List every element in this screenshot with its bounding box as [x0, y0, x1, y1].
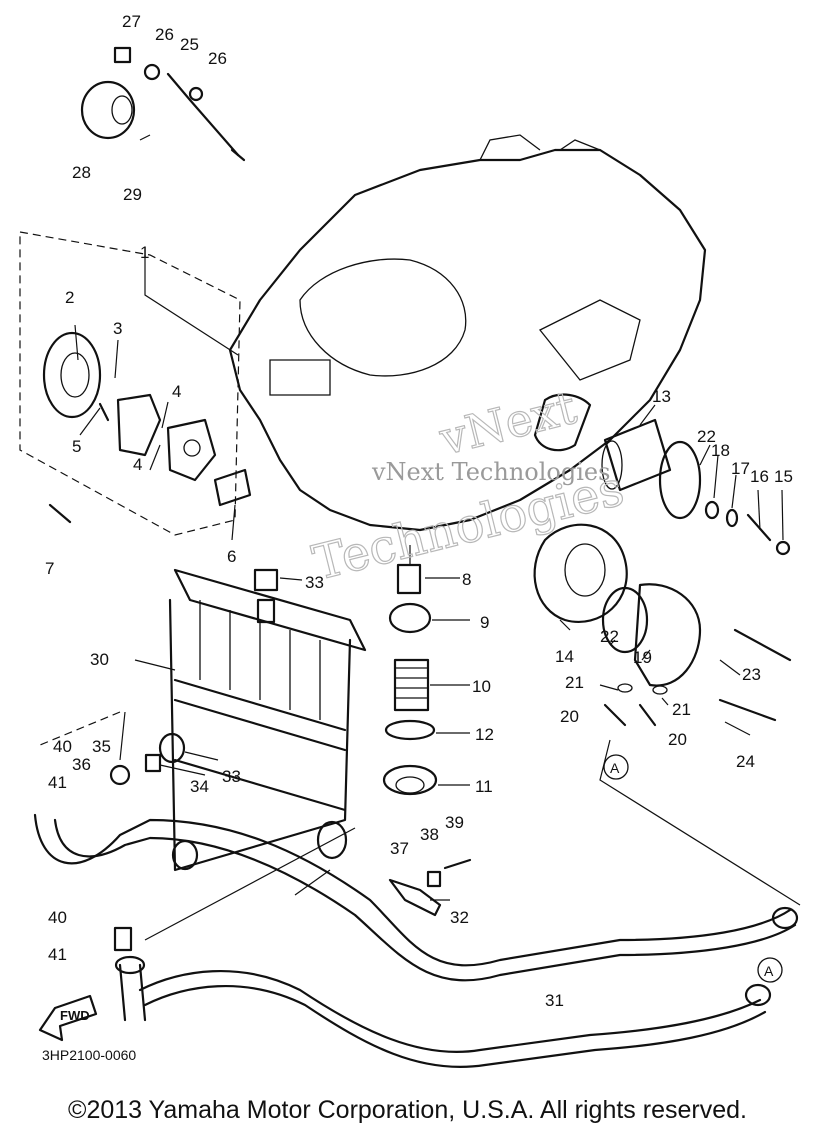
callout-29: 29: [123, 185, 142, 204]
callout-20: 20: [560, 707, 579, 726]
watermark-line2: vNext: [434, 380, 582, 466]
callout-4: 4: [133, 455, 142, 474]
callout-1: 1: [140, 243, 149, 262]
callout-34: 34: [190, 777, 209, 796]
oil-lines: [33, 711, 799, 1069]
callout-15: 15: [774, 467, 793, 486]
callout-22: 22: [697, 427, 716, 446]
ref-marker-label: A: [764, 963, 774, 979]
callout-35: 35: [92, 737, 111, 756]
drive-gear-assembly: [80, 46, 246, 162]
callout-25: 25: [180, 35, 199, 54]
callout-26: 26: [208, 49, 227, 68]
callout-21: 21: [672, 700, 691, 719]
callout-40: 40: [53, 737, 72, 756]
callout-33: 33: [305, 573, 324, 592]
oil-pump-gear-group: [19, 231, 252, 536]
callout-4: 4: [172, 382, 181, 401]
fwd-arrow: FWD: [38, 994, 98, 1042]
hose-clamp: [388, 858, 472, 917]
crankcase: [228, 134, 707, 532]
callout-5: 5: [72, 437, 81, 456]
callout-32: 32: [450, 908, 469, 927]
callout-28: 28: [72, 163, 91, 182]
callouts: 27 26 25 26 28 29 1 2 3 4 4 5 6 7 13 22 …: [45, 12, 793, 1010]
callout-22: 22: [600, 627, 619, 646]
callout-23: 23: [742, 665, 761, 684]
relief-valve-stack: [382, 545, 438, 796]
oil-filter-group: [533, 393, 801, 906]
callout-41: 41: [48, 773, 67, 792]
callout-39: 39: [445, 813, 464, 832]
callout-7: 7: [45, 559, 54, 578]
fwd-label: FWD: [60, 1008, 90, 1023]
callout-14: 14: [555, 647, 574, 666]
callout-3: 3: [113, 319, 122, 338]
callout-11: 11: [475, 777, 493, 796]
callout-33: 33: [222, 767, 241, 786]
callout-37: 37: [390, 839, 409, 858]
callout-30: 30: [90, 650, 109, 669]
callout-2: 2: [65, 288, 74, 307]
callout-19: 19: [633, 648, 652, 667]
callout-27: 27: [122, 12, 141, 31]
leader-lines: [74, 255, 784, 901]
callout-18: 18: [711, 441, 730, 460]
copyright-notice: ©2013 Yamaha Motor Corporation, U.S.A. A…: [68, 1096, 747, 1124]
ref-marker-a-1: A: [603, 754, 629, 780]
ref-marker-a-2: A: [757, 957, 783, 983]
callout-20: 20: [668, 730, 687, 749]
callout-31: 31: [545, 991, 564, 1010]
callout-21: 21: [565, 673, 584, 692]
callout-13: 13: [652, 387, 671, 406]
watermark: vNext Technologies vNext Technologies: [307, 379, 630, 592]
oil-cooler-parts-diagram: FWD A A vNext Technologies vNext Technol…: [19, 12, 801, 1069]
callout-17: 17: [731, 459, 750, 478]
callout-16: 16: [750, 467, 769, 486]
oil-cooler: [109, 568, 367, 872]
watermark-line1: vNext Technologies: [371, 458, 610, 486]
callout-36: 36: [72, 755, 91, 774]
ref-marker-label: A: [610, 760, 620, 776]
callout-38: 38: [420, 825, 439, 844]
callout-9: 9: [480, 613, 489, 632]
callout-40: 40: [48, 908, 67, 927]
callout-12: 12: [475, 725, 494, 744]
callout-26: 26: [155, 25, 174, 44]
diagram-code: 3HP2100-0060: [42, 1047, 136, 1063]
callout-6: 6: [227, 547, 236, 566]
callout-24: 24: [736, 752, 755, 771]
callout-10: 10: [472, 677, 491, 696]
callout-41: 41: [48, 945, 67, 964]
callout-8: 8: [462, 570, 471, 589]
